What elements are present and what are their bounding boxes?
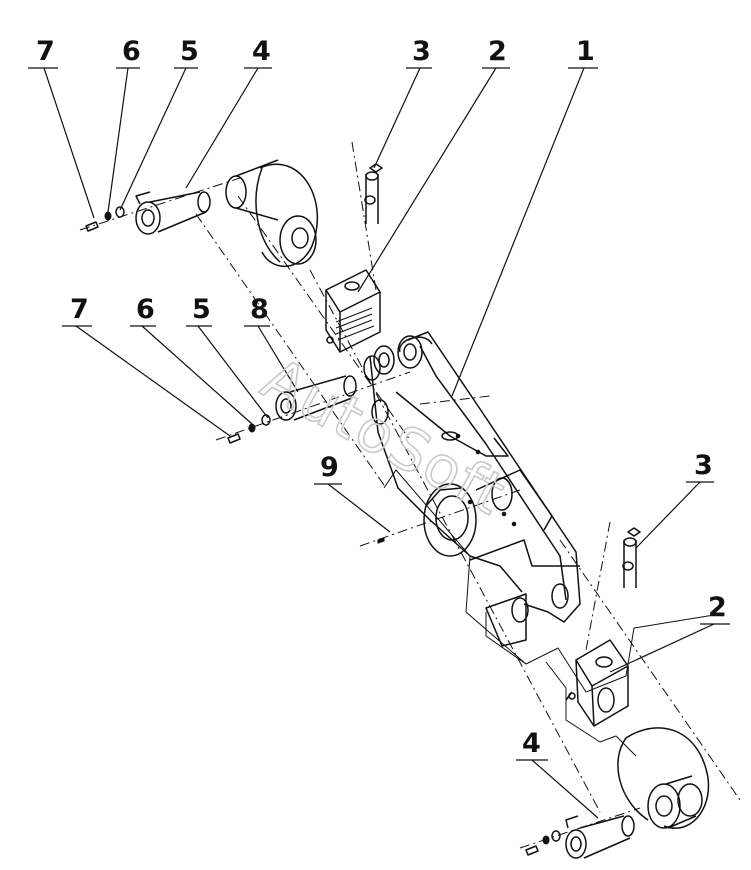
pin-4-top bbox=[135, 191, 211, 235]
screw-7-top bbox=[85, 221, 99, 232]
main-arm-1 bbox=[369, 331, 581, 647]
washer-5-mid bbox=[261, 414, 271, 426]
callout-6-mid: 6 bbox=[136, 294, 155, 325]
callout-4-bottom: 4 bbox=[522, 728, 541, 759]
callout-8-mid: 8 bbox=[250, 294, 269, 325]
roller-top bbox=[225, 159, 319, 268]
callout-2-right: 2 bbox=[708, 592, 727, 623]
callout-3-right: 3 bbox=[694, 450, 713, 481]
bottom-roller bbox=[617, 727, 710, 829]
callout-9: 9 bbox=[320, 452, 339, 483]
center-lines bbox=[79, 141, 741, 849]
phantom-outline bbox=[383, 469, 721, 757]
top-pin-assembly bbox=[85, 159, 319, 268]
washer-6-mid bbox=[248, 423, 256, 433]
callout-1-top: 1 bbox=[576, 36, 595, 67]
pin-4-bottom bbox=[565, 815, 635, 859]
screw-7-mid bbox=[227, 433, 241, 444]
hub-9 bbox=[423, 483, 477, 557]
mid-pin-assembly bbox=[227, 355, 389, 444]
callout-5-top: 5 bbox=[180, 36, 199, 67]
callout-2-top: 2 bbox=[488, 36, 507, 67]
callout-6-top: 6 bbox=[122, 36, 141, 67]
bottom-pin-assembly bbox=[525, 815, 635, 859]
shaft-9 bbox=[377, 537, 385, 544]
washer-6-top bbox=[104, 211, 112, 221]
callout-group: 7 6 5 4 3 2 1 7 6 5 8 9 bbox=[28, 36, 730, 819]
callout-7-top: 7 bbox=[36, 36, 55, 67]
callout-5-mid: 5 bbox=[192, 294, 211, 325]
washer-5-top bbox=[115, 206, 125, 218]
washer-6-bottom bbox=[542, 835, 550, 845]
callout-4-top: 4 bbox=[252, 36, 271, 67]
washer-5-bottom bbox=[551, 830, 561, 842]
block-2-teeth bbox=[335, 307, 375, 341]
callout-3-top: 3 bbox=[412, 36, 431, 67]
block-2-right bbox=[565, 527, 641, 727]
block-2-top bbox=[325, 163, 383, 353]
pin-8-mid bbox=[275, 375, 357, 421]
watermark: AutoSoft bbox=[251, 344, 517, 529]
callout-7-mid: 7 bbox=[70, 294, 89, 325]
screw-7-bottom bbox=[525, 845, 539, 856]
